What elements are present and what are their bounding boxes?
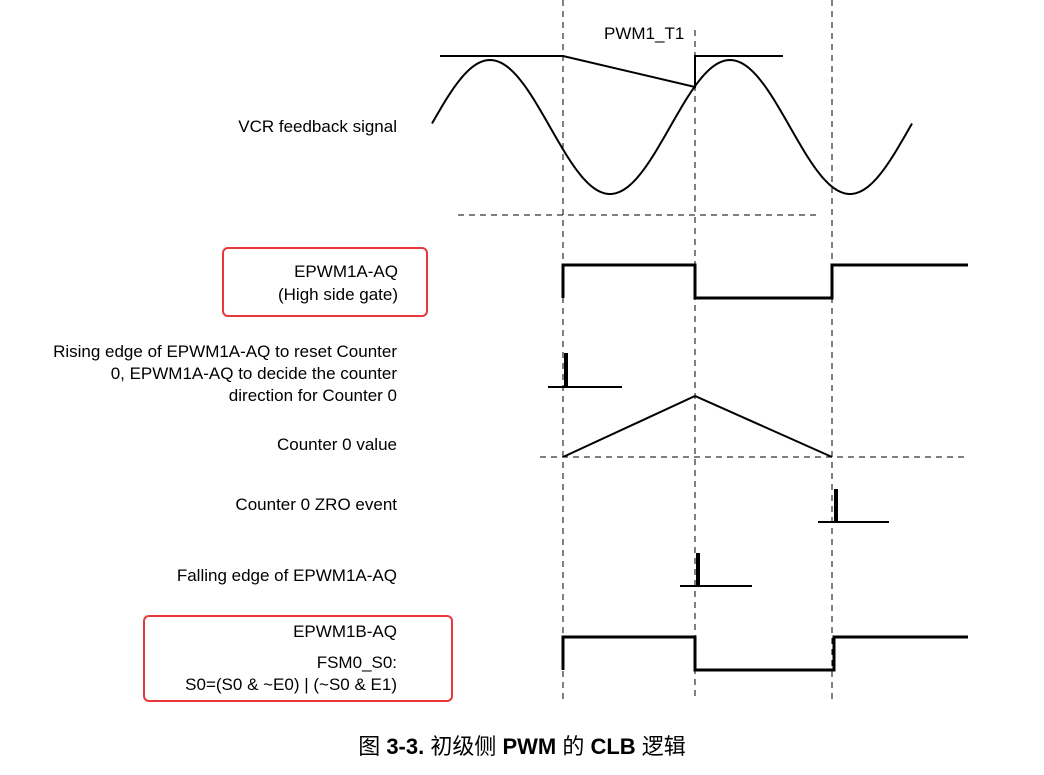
timing-diagram [431, 0, 968, 700]
epwm1b-waveform [561, 635, 968, 672]
counter0-value-label: Counter 0 value [276, 435, 397, 454]
caption-number: 3-3. [386, 734, 425, 759]
counter0-zro-label: Counter 0 ZRO event [235, 495, 397, 514]
vcr-sine-wave [431, 58, 913, 196]
caption-prefix: 图 [358, 734, 387, 759]
caption-part1: 初级侧 [424, 734, 503, 759]
caption-pwm: PWM [502, 734, 557, 759]
epwm1b-label: EPWM1B-AQ [293, 622, 397, 641]
caption-part3: 逻辑 [635, 734, 686, 759]
fsm0-s0-label: FSM0_S0: [316, 653, 397, 672]
caption-part2: 的 [556, 734, 591, 759]
falling-edge-label: Falling edge of EPWM1A-AQ [176, 566, 397, 585]
rising-edge-label-line2: 0, EPWM1A-AQ to decide the counter [110, 364, 397, 383]
epwm1b-box: EPWM1B-AQ FSM0_S0: S0=(S0 & ~E0) | (~S0 … [143, 615, 453, 702]
pwm1-t1-ramp [440, 55, 783, 89]
pwm1-t1-label: PWM1_T1 [604, 24, 685, 43]
epwm1a-box: EPWM1A-AQ (High side gate) [222, 247, 428, 317]
rising-edge-label-line1: Rising edge of EPWM1A-AQ to reset Counte… [53, 342, 397, 361]
rising-edge-label-line3: direction for Counter 0 [228, 386, 397, 405]
epwm1a-sub-label: (High side gate) [277, 285, 398, 304]
counter0-triangle [562, 394, 833, 458]
vcr-feedback-label: VCR feedback signal [238, 117, 397, 136]
epwm1a-label: EPWM1A-AQ [294, 262, 398, 281]
epwm1a-waveform [561, 263, 968, 300]
fsm0-s0-equation: S0=(S0 & ~E0) | (~S0 & E1) [185, 675, 397, 694]
caption-clb: CLB [590, 734, 636, 759]
figure-caption: 图 3-3. 初级侧 PWM 的 CLB 逻辑 [0, 733, 1044, 761]
